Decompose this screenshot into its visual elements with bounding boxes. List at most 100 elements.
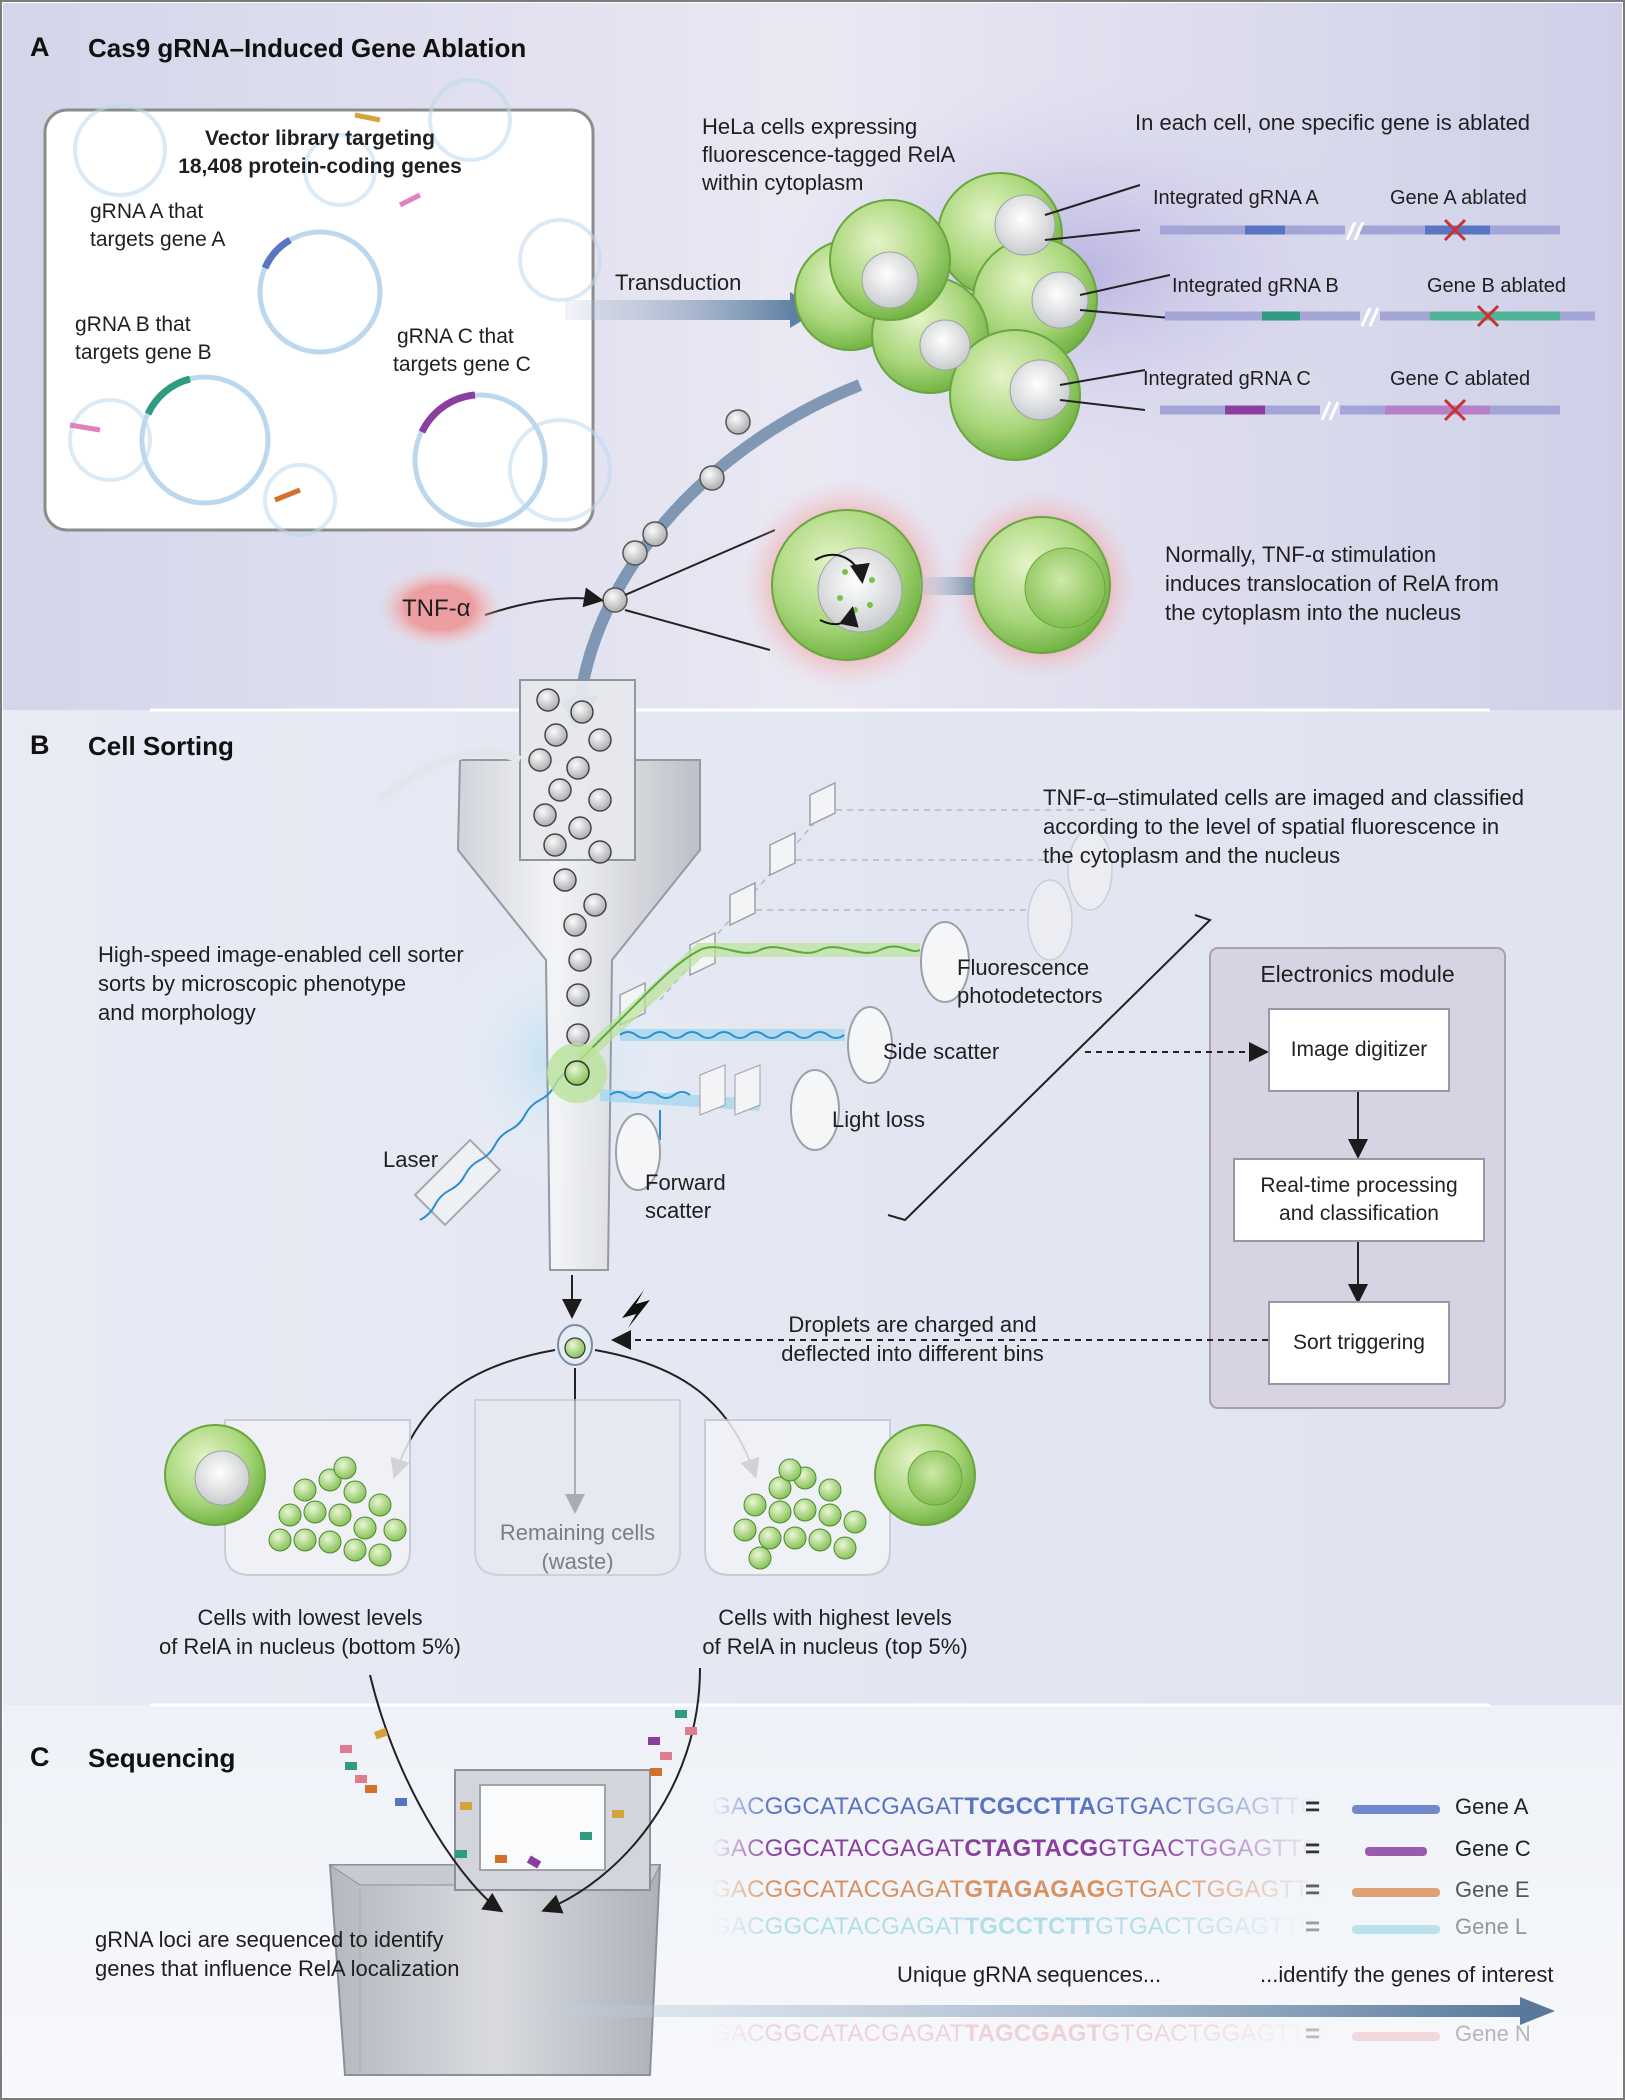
sequence-prefix: GACGGCATACGAGAT [712, 1793, 965, 1820]
fluorescence-beam [575, 921, 970, 1066]
grna-b-label-1: gRNA B that [75, 313, 191, 336]
section-a-title: Cas9 gRNA–Induced Gene Ablation [88, 33, 527, 63]
sequence-core: TGCCTCTT [964, 1913, 1096, 1940]
gene-legend-swatch [1352, 1925, 1440, 1934]
gene-legend-swatch [1352, 1805, 1440, 1814]
low-to-sequencer-arrow [369, 1674, 504, 1913]
normal-text-3: the cytoplasm into the nucleus [1165, 600, 1461, 625]
flow-arrow [574, 379, 863, 701]
side-scatter-beam [619, 1006, 893, 1084]
normal-text-2: induces translocation of RelA from [1165, 571, 1499, 596]
sheath-tube [377, 748, 522, 804]
side-scatter-label: Side scatter [883, 1039, 1000, 1064]
droplet-cell [564, 1337, 586, 1359]
forward-scatter-label-2: scatter [645, 1198, 712, 1223]
grna-a-label-1: gRNA A that [90, 200, 204, 223]
processing-label-2: and classification [1279, 1202, 1439, 1225]
section-c-title: Sequencing [88, 1743, 236, 1773]
section-b-title: Cell Sorting [88, 731, 234, 761]
highest-label-1: Cells with highest levels [718, 1605, 952, 1630]
equals-sign: = [1305, 1791, 1321, 1821]
sequence-3: GACGGCATACGAGATGTAGAGAGGTGACTGGAGTTC [712, 1876, 1327, 1904]
plasmid-c [412, 391, 548, 528]
tnf-glow [378, 568, 502, 648]
imaged-text-2: according to the level of spatial fluore… [1043, 814, 1500, 839]
low-bin-cells [268, 1456, 407, 1567]
remaining-label-1: Remaining cells [499, 1520, 656, 1545]
waste-bin [474, 1399, 681, 1576]
low-phenotype-cell [164, 1424, 266, 1526]
identification-arrowhead [1520, 1997, 1555, 2025]
tnf-label: TNF-α [402, 595, 471, 622]
hela-label-1: HeLa cells expressing [702, 114, 918, 139]
sorter-text-1: High-speed image-enabled cell sorter [98, 942, 464, 967]
highest-label-2: of RelA in nucleus (top 5%) [702, 1634, 968, 1659]
sorter-text-3: and morphology [98, 1000, 256, 1025]
section-a-letter: A [30, 32, 50, 62]
grna-fragments [340, 1710, 697, 1869]
small-plasmid-segments [69, 112, 422, 503]
gene-legend-swatch [1352, 1888, 1440, 1897]
droplets-text-1: Droplets are charged and [788, 1312, 1037, 1337]
stimulated-cell-after [973, 516, 1111, 654]
fluorescence-label-2: photodetectors [957, 983, 1103, 1008]
sequencer-machine [328, 1769, 662, 2076]
transduction-label: Transduction [615, 270, 742, 295]
loci-text-1: gRNA loci are sequenced to identify [95, 1927, 444, 1952]
sequence-suffix: GTGACTGGAGTTC [1101, 2020, 1323, 2047]
sort-triggering-box: Sort triggering [1268, 1301, 1450, 1385]
grna-a-label-2: targets gene A [90, 228, 226, 251]
processing-label-1: Real-time processing [1260, 1174, 1458, 1197]
image-digitizer-box: Image digitizer [1268, 1008, 1450, 1092]
equals-sign: = [1305, 2018, 1321, 2048]
optics-dashed-lines [659, 804, 1110, 1001]
gene-row-c [1160, 398, 1560, 422]
charge-bolt-icon [622, 1290, 650, 1328]
translocation-arrow [920, 577, 985, 595]
gene-name-label: Gene N [1455, 2021, 1531, 2046]
hela-cell-cluster [794, 172, 1098, 461]
sequence-prefix: GACGGCATACGAGAT [712, 2020, 965, 2047]
sequence-suffix: GTGACTGGAGTTC [1105, 1876, 1327, 1903]
electronics-module-title: Electronics module [1260, 961, 1455, 987]
laser-source [413, 1069, 571, 1227]
sequence-4: GACGGCATACGAGATTGCCTCTTGTGACTGGAGTTC [712, 1913, 1317, 1941]
equals-sign: = [1305, 1874, 1321, 1904]
section-c-background [3, 1705, 1622, 2097]
flow-beads [602, 409, 751, 613]
stimulated-cell-before [771, 509, 923, 661]
equals-sign: = [1305, 1911, 1321, 1941]
sorter-text-2: sorts by microscopic phenotype [98, 971, 407, 996]
laser-label: Laser [383, 1147, 439, 1172]
funnel-beads [528, 688, 612, 1047]
light-loss-beam [599, 1064, 840, 1151]
light-loss-label: Light loss [832, 1107, 925, 1132]
lowest-label-2: of RelA in nucleus (bottom 5%) [158, 1634, 462, 1659]
section-c-letter: C [30, 1742, 50, 1772]
gene-pointer-lines [1044, 184, 1171, 411]
high-to-sequencer-arrow [541, 1667, 701, 1914]
gene-name-label: Gene L [1455, 1914, 1528, 1939]
sequence-core: CTAGTACG [964, 1835, 1099, 1862]
loci-text-2: genes that influence RelA localization [95, 1956, 460, 1981]
section-b-letter: B [30, 730, 50, 760]
gene-name-label: Gene C [1455, 1836, 1531, 1861]
ablated-c-label: Gene C ablated [1390, 368, 1531, 390]
flow-cell-funnel [456, 759, 701, 1271]
sequence-suffix: GTGACTGGAGTTC [1096, 1793, 1318, 1820]
forward-scatter-detector [615, 1110, 661, 1191]
high-bin-cells [733, 1458, 867, 1570]
sequence-2: GACGGCATACGAGATCTAGTACGGTGACTGGAGTTC [712, 1835, 1320, 1863]
grna-c-label-1: gRNA C that [397, 325, 514, 348]
droplets-text-2: deflected into different bins [781, 1341, 1044, 1366]
equals-sign: = [1305, 1833, 1321, 1863]
unique-sequences-label: Unique gRNA sequences... [897, 1962, 1162, 1987]
lowest-label-1: Cells with lowest levels [197, 1605, 423, 1630]
library-title-line-1: Vector library targeting [205, 127, 435, 150]
plasmid-a [257, 229, 383, 355]
sequence-core: GTAGAGAG [964, 1876, 1106, 1903]
sequence-suffix: GTGACTGGAGTTC [1095, 1913, 1317, 1940]
sort-triggering-label: Sort triggering [1293, 1331, 1425, 1354]
normal-text-1: Normally, TNF-α stimulation [1165, 542, 1437, 567]
